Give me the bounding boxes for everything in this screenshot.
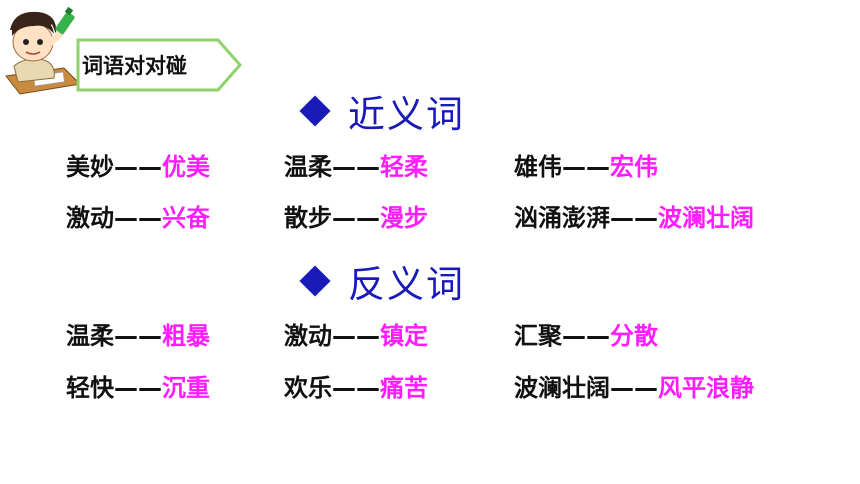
synonym-pair: 散步——漫步 — [284, 204, 428, 232]
antonyms-heading: 反义词 — [299, 254, 465, 308]
synonym-pair: 汹涌澎湃——波澜壮阔 — [514, 204, 754, 232]
synonym-pair: 温柔——轻柔 — [284, 153, 428, 181]
section-tag-label: 词语对对碰 — [82, 54, 187, 78]
antonym-pair: 激动——镇定 — [284, 322, 428, 350]
tag-banner — [76, 38, 242, 92]
diamond-bullet-icon — [299, 265, 331, 297]
antonym-pair: 温柔——粗暴 — [66, 322, 210, 350]
antonym-pair: 轻快——沉重 — [66, 374, 210, 402]
antonym-pair: 波澜壮阔——风平浪静 — [514, 374, 754, 402]
synonyms-title: 近义词 — [348, 93, 465, 136]
diamond-bullet-icon — [299, 95, 331, 127]
synonym-pair: 美妙——优美 — [66, 153, 210, 181]
antonyms-title: 反义词 — [348, 263, 465, 306]
synonyms-heading: 近义词 — [299, 84, 465, 138]
antonym-pair: 欢乐——痛苦 — [284, 374, 428, 402]
boy-illustration — [5, 6, 82, 95]
synonym-pair: 雄伟——宏伟 — [514, 153, 658, 181]
antonym-pair: 汇聚——分散 — [514, 322, 658, 350]
synonym-pair: 激动——兴奋 — [66, 204, 210, 232]
